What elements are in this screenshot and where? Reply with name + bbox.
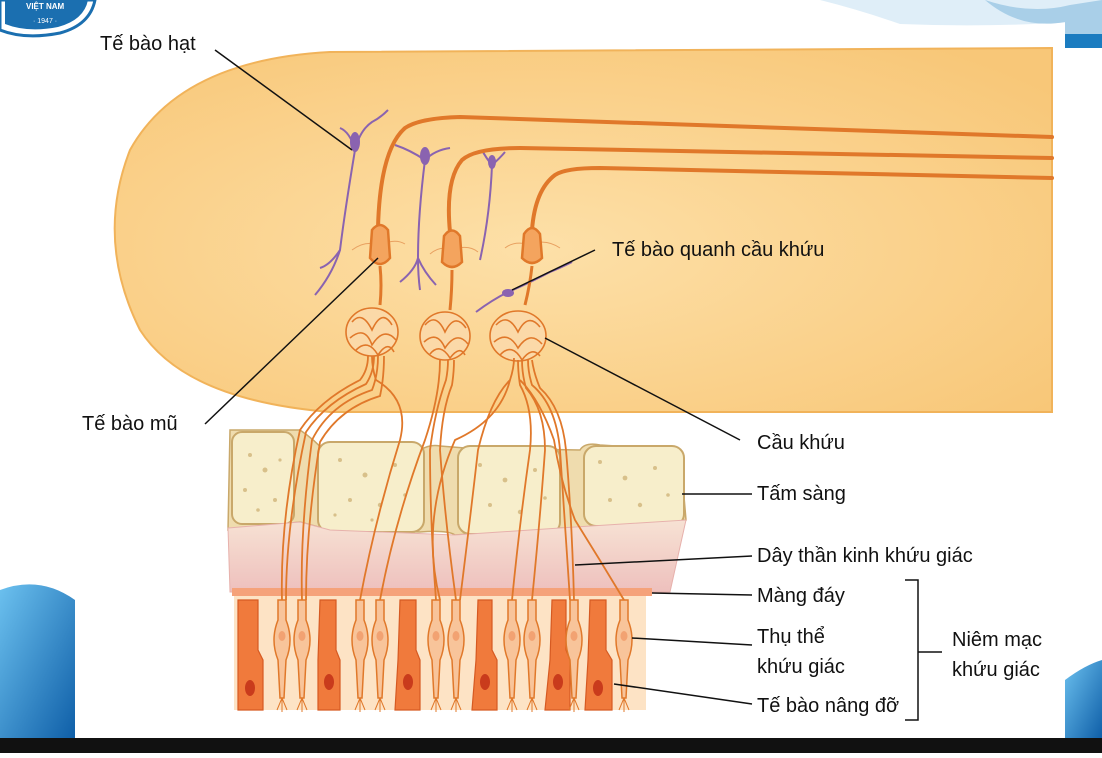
label-mitral-cell: Tế bào mũ [82, 413, 178, 435]
bottom-bar [0, 738, 1102, 753]
mitral-cell-bodies [368, 223, 544, 269]
basement-membrane [232, 588, 652, 596]
logo: VIỆT NAM · 1947 · [0, 0, 97, 38]
cilia [276, 697, 630, 712]
label-mucosa-line2: khứu giác [952, 659, 1040, 681]
label-supporting-cell: Tế bào nâng đỡ [757, 695, 900, 717]
receptor-nuclei [278, 631, 628, 641]
label-basement-membrane: Màng đáy [757, 585, 845, 607]
label-mucosa-line1: Niêm mạc [952, 629, 1043, 651]
granule-cell-bodies [350, 132, 514, 297]
supporting-cells [237, 599, 613, 711]
leader-lines [204, 49, 942, 721]
glomeruli [345, 307, 547, 362]
label-olfactory-nerve: Dây thần kinh khứu giác [757, 545, 973, 567]
label-receptor-line2: khứu giác [757, 656, 845, 678]
mitral-axons [376, 114, 1054, 234]
label-cribriform-plate: Tấm sàng [757, 483, 846, 505]
label-receptor-line1: Thụ thể [757, 626, 825, 648]
label-glomerulus: Cầu khứu [757, 432, 845, 454]
frame-decoration [0, 0, 1102, 738]
logo-text: VIỆT NAM [26, 2, 65, 11]
receptor-cells [273, 599, 633, 699]
supporting-cell-nuclei [245, 674, 603, 696]
mitral-dendrites [378, 265, 534, 311]
receptor-axons [280, 355, 625, 601]
logo-year: · 1947 · [33, 18, 57, 25]
label-granule-cell: Tế bào hạt [100, 33, 196, 55]
label-periglomerular-cell: Tế bào quanh cầu khứu [612, 239, 825, 261]
